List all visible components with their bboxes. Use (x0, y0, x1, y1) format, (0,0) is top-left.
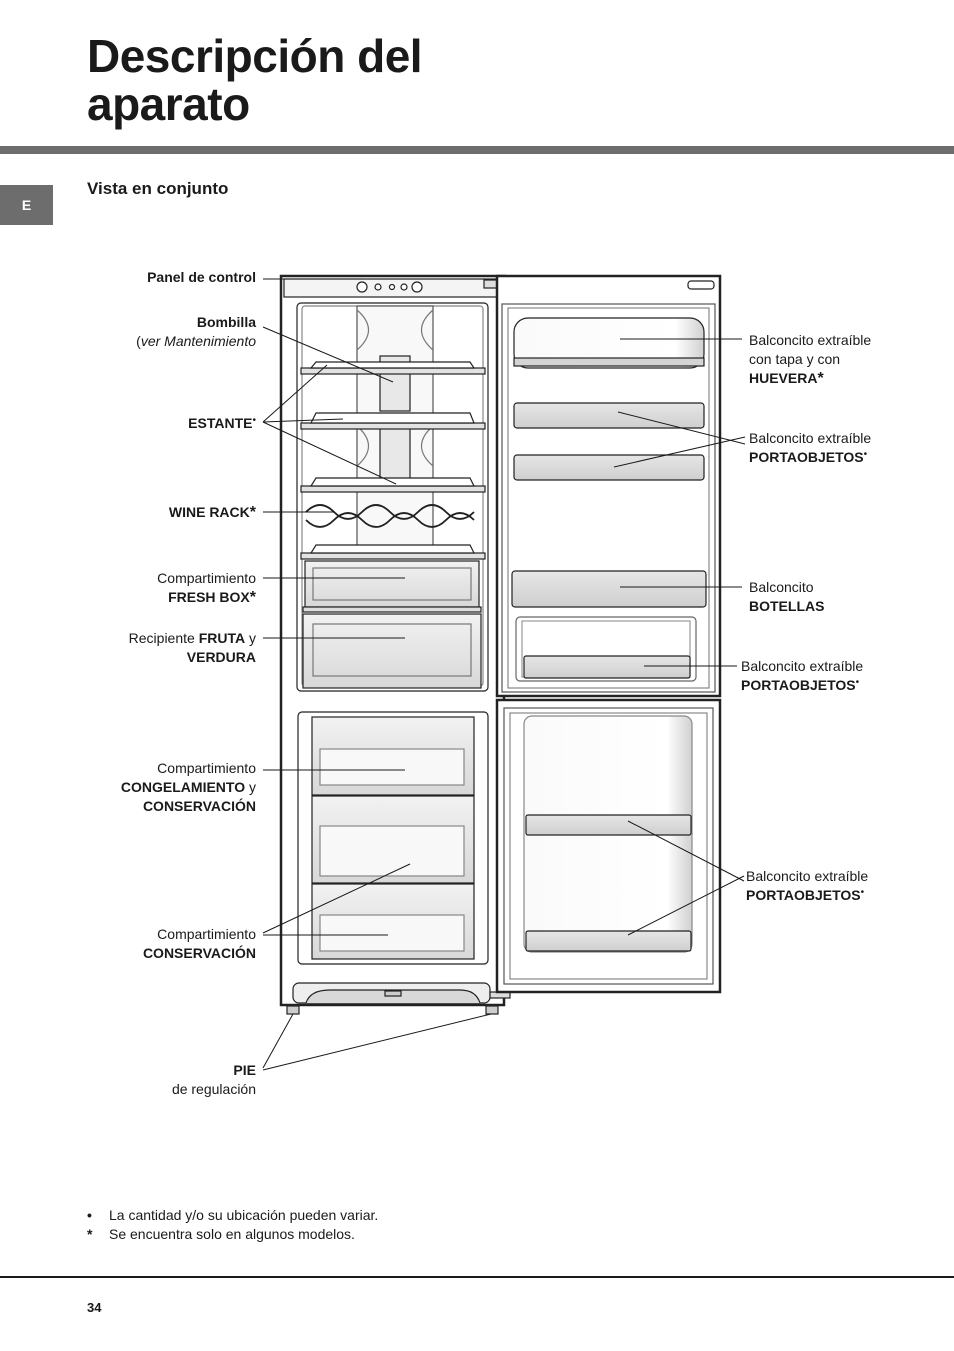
language-tab: E (0, 185, 53, 225)
footnote-models: * Se encuentra solo en algunos modelos. (87, 1225, 378, 1244)
fresh-box (304, 560, 480, 608)
label-botellas: Balconcito BOTELLAS (749, 579, 825, 614)
footer-rule (0, 1276, 954, 1278)
page-title: Descripción del aparato (87, 30, 423, 130)
shelves (300, 361, 486, 560)
footnote-text: Se encuentra solo en algunos modelos. (109, 1226, 355, 1242)
footnote-variable: • La cantidad y/o su ubicación pueden va… (87, 1206, 378, 1225)
label-pie: PIE de regulación (171, 1062, 256, 1097)
door-bin-2 (513, 454, 705, 481)
label-bombilla: Bombilla (ver Mantenimiento (136, 314, 256, 349)
freezer-bin-1 (525, 814, 692, 836)
title-line-1: Descripción del (87, 30, 423, 82)
leader-lines (262, 278, 746, 1071)
header-rule (0, 146, 954, 154)
label-portaobjetos-freezer: Balconcito extraíble PORTAOBJETOS• (746, 868, 869, 903)
label-portaobjetos-lower: Balconcito extraíble PORTAOBJETOS• (741, 658, 864, 693)
door-bin-3 (523, 655, 691, 679)
footnotes: • La cantidad y/o su ubicación pueden va… (87, 1206, 378, 1244)
label-huevera: Balconcito extraíble con tapa y con HUEV… (749, 332, 872, 387)
foot-left (286, 1005, 300, 1015)
label-wine-rack: WINE RACK* (168, 504, 256, 521)
page-number: 34 (87, 1300, 102, 1315)
label-fresh-box: Compartimiento FRESH BOX* (157, 570, 256, 606)
label-portaobjetos-upper: Balconcito extraíble PORTAOBJETOS• (749, 430, 872, 465)
language-code: E (21, 197, 32, 213)
door-bin-1 (513, 402, 705, 429)
freezer-bin-2 (525, 930, 692, 952)
foot-right (485, 1005, 499, 1015)
freezer-compartment (297, 711, 489, 965)
bottle-bin (511, 570, 707, 608)
fruit-veg-bin (302, 613, 482, 689)
label-panel-de-control: Panel de control (147, 269, 256, 285)
section-subtitle: Vista en conjunto (87, 179, 229, 198)
label-fruta-verdura: Recipiente FRUTA y VERDURA (128, 630, 256, 665)
label-estante: ESTANTE• (188, 415, 256, 431)
egg-bin (513, 317, 705, 369)
label-conservacion: Compartimiento CONSERVACIÓN (142, 926, 256, 961)
footnote-symbol: * (87, 1226, 93, 1242)
control-knobs (356, 281, 423, 293)
fridge-compartment (296, 302, 489, 692)
label-congelamiento: Compartimiento CONGELAMIENTO y CONSERVAC… (120, 760, 256, 814)
title-line-2: aparato (87, 78, 250, 130)
footnote-symbol: • (87, 1207, 92, 1223)
footnote-text: La cantidad y/o su ubicación pueden vari… (109, 1207, 379, 1223)
